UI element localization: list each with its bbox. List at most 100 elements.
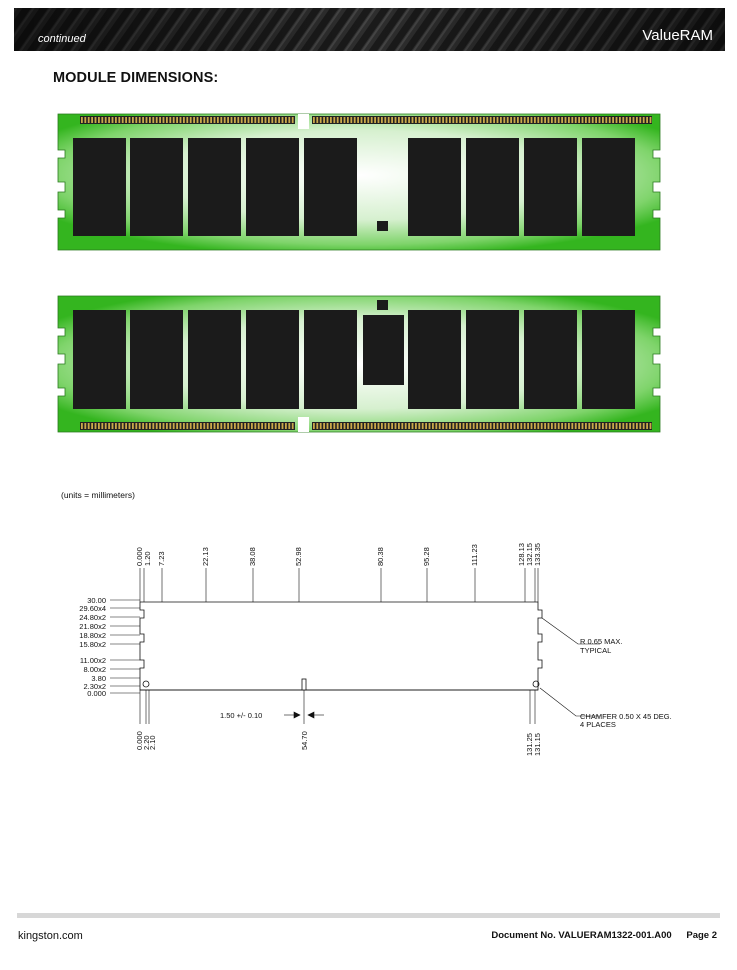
contact-finger <box>343 117 346 123</box>
left-dimension-labels: 30.00 29.60x4 24.80x2 21.80x2 18.80x2 15… <box>79 596 106 698</box>
contact-finger <box>561 117 563 123</box>
contact-finger <box>571 117 574 123</box>
contact-finger <box>291 423 294 429</box>
contact-finger <box>493 117 495 123</box>
contact-finger <box>591 117 594 123</box>
contact-finger <box>347 423 349 429</box>
contact-finger <box>98 423 100 429</box>
top-dimension-labels: 0.000 1.20 7.23 22.13 38.08 52.98 80.38 … <box>135 543 542 566</box>
contact-finger <box>343 423 346 429</box>
contact-finger <box>523 423 526 429</box>
contact-finger <box>268 117 270 123</box>
contact-finger <box>595 423 597 429</box>
contact-finger <box>629 423 631 429</box>
contact-finger <box>313 423 315 429</box>
contact-finger <box>291 117 294 123</box>
contact-finger <box>540 117 543 123</box>
chamfer-note: CHAMFER 0.50 X 45 DEG. <box>580 712 672 721</box>
contact-finger <box>564 423 567 429</box>
contact-finger <box>353 117 356 123</box>
contact-finger <box>408 117 410 123</box>
bottom-dim-1: 2.20 <box>142 735 151 750</box>
contact-finger <box>469 423 472 429</box>
left-dim-4: 18.80x2 <box>79 631 106 640</box>
contact-finger <box>101 423 104 429</box>
contact-finger <box>455 117 458 123</box>
contact-finger <box>500 423 502 429</box>
contact-finger <box>319 423 322 429</box>
contact-finger <box>264 117 267 123</box>
front-dram-chips <box>73 138 635 236</box>
contact-finger <box>438 117 441 123</box>
contact-finger <box>350 117 353 123</box>
contact-finger <box>510 117 512 123</box>
contact-finger <box>230 423 233 429</box>
contact-finger <box>394 117 397 123</box>
contact-finger <box>561 423 563 429</box>
contact-finger <box>602 117 604 123</box>
contact-finger <box>425 423 427 429</box>
contact-finger <box>374 423 376 429</box>
footer-doc-info: Document No. VALUERAM1322-001.A00 Page 2 <box>479 930 717 941</box>
contact-finger <box>479 423 482 429</box>
contact-finger <box>111 117 114 123</box>
contact-finger <box>381 423 383 429</box>
contact-finger <box>193 423 195 429</box>
contact-finger <box>568 117 570 123</box>
contact-finger <box>391 423 393 429</box>
contact-finger <box>551 117 553 123</box>
contact-finger <box>268 423 270 429</box>
contact-finger <box>452 117 455 123</box>
contact-finger <box>527 423 529 429</box>
top-dim-3: 22.13 <box>201 547 210 566</box>
contact-finger <box>534 117 536 123</box>
contact-finger <box>435 117 438 123</box>
contact-finger <box>588 117 591 123</box>
contact-finger <box>91 423 93 429</box>
contact-finger <box>517 117 519 123</box>
contact-finger <box>125 423 127 429</box>
contact-finger <box>81 117 83 123</box>
contact-finger <box>367 423 370 429</box>
contact-finger <box>330 117 332 123</box>
contact-finger <box>625 117 628 123</box>
top-dim-1: 1.20 <box>143 551 152 566</box>
contact-finger <box>91 117 93 123</box>
contact-finger <box>166 423 168 429</box>
contact-finger <box>333 423 336 429</box>
module-back-svg <box>57 295 661 433</box>
top-dim-8: 111.23 <box>470 544 479 566</box>
contact-finger <box>251 117 253 123</box>
page-title: MODULE DIMENSIONS: <box>53 70 219 86</box>
contact-finger <box>554 117 557 123</box>
contact-finger <box>244 117 246 123</box>
contact-finger <box>128 117 131 123</box>
continued-label: continued <box>38 33 86 45</box>
contact-finger <box>323 117 325 123</box>
contact-finger <box>387 423 390 429</box>
notch-width-label: 1.50 +/- 0.10 <box>220 711 262 720</box>
contact-finger <box>486 423 489 429</box>
contact-finger <box>432 117 434 123</box>
contact-finger <box>486 117 489 123</box>
top-dim-4: 38.08 <box>248 547 257 566</box>
contact-finger <box>223 423 226 429</box>
contact-finger <box>615 117 618 123</box>
contact-finger <box>326 423 329 429</box>
contact-finger <box>183 117 185 123</box>
contact-finger <box>138 117 141 123</box>
contact-finger <box>472 423 475 429</box>
contact-finger <box>118 423 121 429</box>
contact-finger <box>428 117 431 123</box>
contact-finger <box>264 423 267 429</box>
contact-finger <box>612 117 614 123</box>
bottom-dim-2: 2.10 <box>148 735 157 750</box>
contact-finger <box>261 117 263 123</box>
contact-finger <box>281 117 284 123</box>
contact-finger <box>646 117 648 123</box>
contact-finger <box>285 423 287 429</box>
contact-finger <box>121 423 124 429</box>
contact-finger <box>176 117 178 123</box>
contact-finger <box>87 117 90 123</box>
contact-finger <box>564 117 567 123</box>
